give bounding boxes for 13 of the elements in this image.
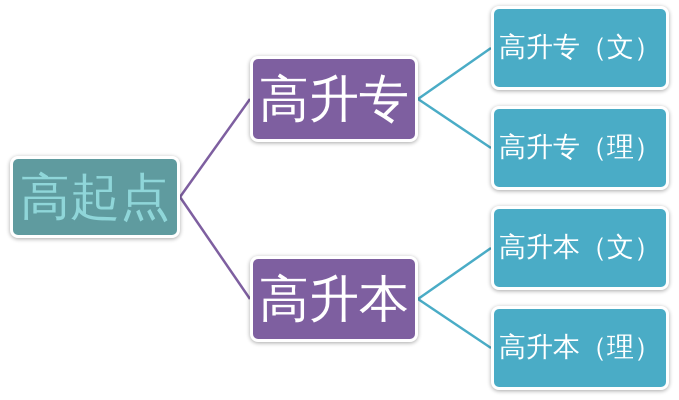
subject-box: 高升专（文）	[491, 6, 669, 90]
subject-box: 高升本（理）	[491, 306, 669, 390]
connector-line	[417, 98, 492, 150]
subject-box: 高升本（文）	[491, 206, 669, 290]
subject-box: 高升专（理）	[491, 106, 669, 190]
connector-line	[178, 98, 252, 198]
connector-line	[417, 46, 492, 100]
connector-line	[417, 246, 492, 300]
category-box: 高升本	[250, 256, 418, 342]
start-box: 高起点	[10, 156, 180, 238]
category-box: 高升专	[250, 56, 418, 142]
connector-line	[417, 298, 492, 350]
connector-line	[178, 196, 252, 300]
